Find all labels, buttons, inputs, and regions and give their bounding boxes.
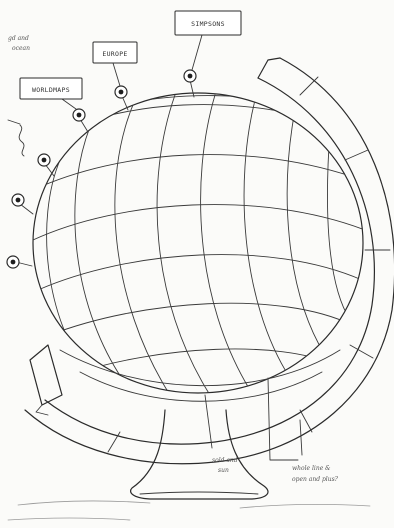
globe-sphere [33, 93, 365, 401]
map-pin-icon[interactable] [115, 86, 128, 110]
annotation-leaders [205, 378, 302, 460]
map-pin-icon[interactable] [73, 109, 88, 132]
label-text-middle: EUROPE [102, 50, 127, 58]
label-box-middle[interactable]: EUROPE [93, 42, 137, 86]
note-stand-1: sold and [212, 457, 238, 464]
pins [7, 70, 196, 268]
map-pin-icon[interactable] [38, 154, 54, 176]
doodles [8, 120, 24, 156]
label-box-right[interactable]: SIMPSONS [175, 11, 241, 70]
map-pin-icon[interactable] [12, 194, 33, 214]
note-stand-2: sun [218, 467, 229, 474]
map-pin-icon[interactable] [7, 256, 32, 268]
globe-stand [131, 410, 268, 499]
note-bottom-right-1: whole line & [292, 465, 331, 472]
paper-marks [8, 501, 370, 520]
note-top-left-2: ocean [12, 45, 30, 52]
label-text-left: WORLDMAPS [32, 86, 70, 94]
label-box-left[interactable]: WORLDMAPS [20, 78, 82, 109]
note-bottom-right-2: open and plus? [292, 476, 339, 483]
label-text-right: SIMPSONS [191, 20, 225, 28]
note-top-left-1: gd and [8, 35, 29, 42]
